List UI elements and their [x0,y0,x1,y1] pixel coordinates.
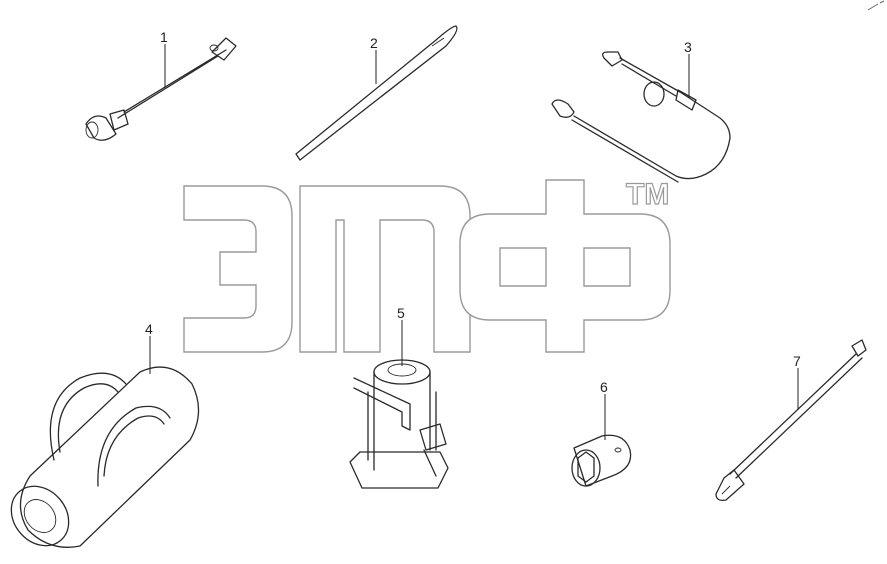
watermark-letter-f [459,179,671,353]
watermark-logo: TM [183,177,671,353]
callout-number-1: 1 [160,29,168,45]
callout-number-7: 7 [793,353,801,369]
callout-number-2: 2 [370,35,378,51]
part-7-extension-rod [715,339,867,502]
callout-7: 7 [793,353,801,410]
corner-mark [867,0,885,11]
callout-1: 1 [160,29,168,88]
part-6-hex-socket [571,434,632,487]
callout-number-4: 4 [145,321,153,337]
callout-number-3: 3 [684,39,692,55]
part-5-bottle-jack [349,359,449,489]
part-3-inflation-hose [551,51,731,183]
callout-5: 5 [397,305,405,366]
callout-3: 3 [684,39,692,98]
watermark-trademark: TM [626,178,669,211]
part-2-pry-bar [295,25,458,161]
watermark-letter-p [299,185,471,353]
callout-number-5: 5 [397,305,405,321]
callout-number-6: 6 [600,379,608,395]
callout-4: 4 [145,321,153,374]
watermark-letter-e [183,185,293,353]
callout-6: 6 [600,379,608,440]
callout-2: 2 [370,35,378,84]
part-1-socket-wrench [85,37,237,141]
part-4-tool-bag [10,366,200,548]
